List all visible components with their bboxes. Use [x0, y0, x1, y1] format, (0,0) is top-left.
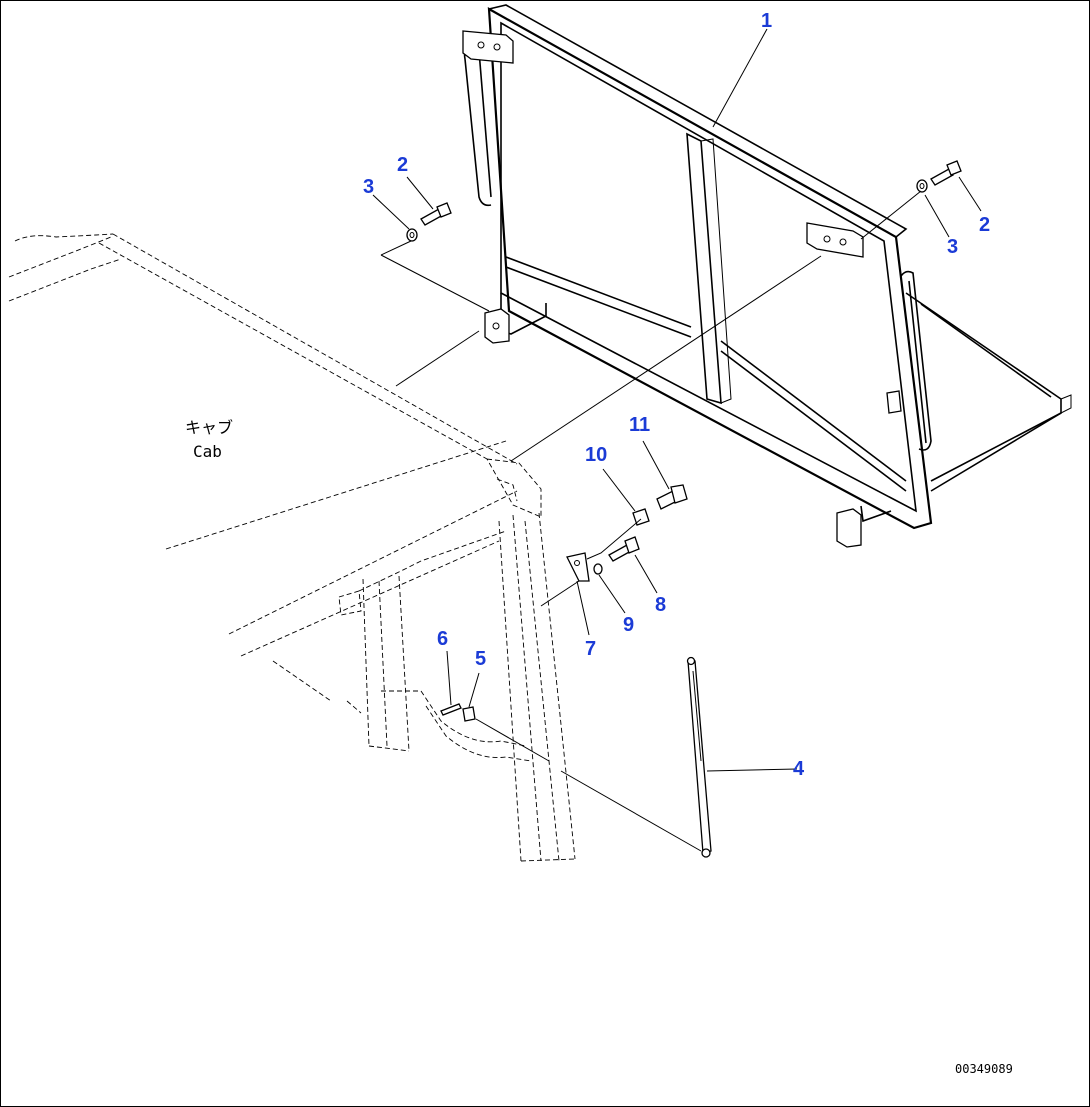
callout-9: 9 [623, 614, 634, 636]
part-11 [656, 484, 688, 510]
assembly-lines [380, 190, 922, 852]
pin-6 [440, 703, 462, 716]
callout-4: 4 [793, 758, 805, 780]
washer-9 [593, 563, 603, 575]
leader-lines [372, 28, 982, 772]
part-5 [462, 706, 476, 722]
callout-8: 8 [655, 594, 666, 616]
cab-label-english: Cab [193, 442, 222, 461]
bolt-8 [608, 536, 640, 562]
callout-11: 11 [629, 414, 650, 436]
drawing-code: 00349089 [955, 1062, 1013, 1076]
callout-6: 6 [437, 628, 448, 650]
callout-5: 5 [475, 648, 486, 670]
bolt-2-left [420, 202, 452, 226]
cab-outline [8, 233, 576, 862]
callout-2-left: 2 [397, 154, 408, 176]
callout-10: 10 [585, 444, 607, 466]
guard-frame [462, 4, 1072, 548]
washer-3-right [916, 179, 928, 193]
callout-7: 7 [585, 638, 596, 660]
callout-1: 1 [761, 10, 772, 32]
part-10 [632, 508, 650, 526]
bolt-2-right [930, 160, 962, 186]
cab-label-japanese: キャブ [185, 418, 233, 437]
callout-2-right: 2 [979, 214, 990, 236]
callout-3-left: 3 [363, 176, 374, 198]
washer-3-left [406, 228, 418, 242]
stay-rod-4 [686, 656, 712, 858]
callout-labels: 1 2 3 2 3 4 5 6 7 8 9 10 11 [363, 10, 990, 780]
bracket-7 [566, 552, 590, 582]
callout-3-right: 3 [947, 236, 958, 258]
